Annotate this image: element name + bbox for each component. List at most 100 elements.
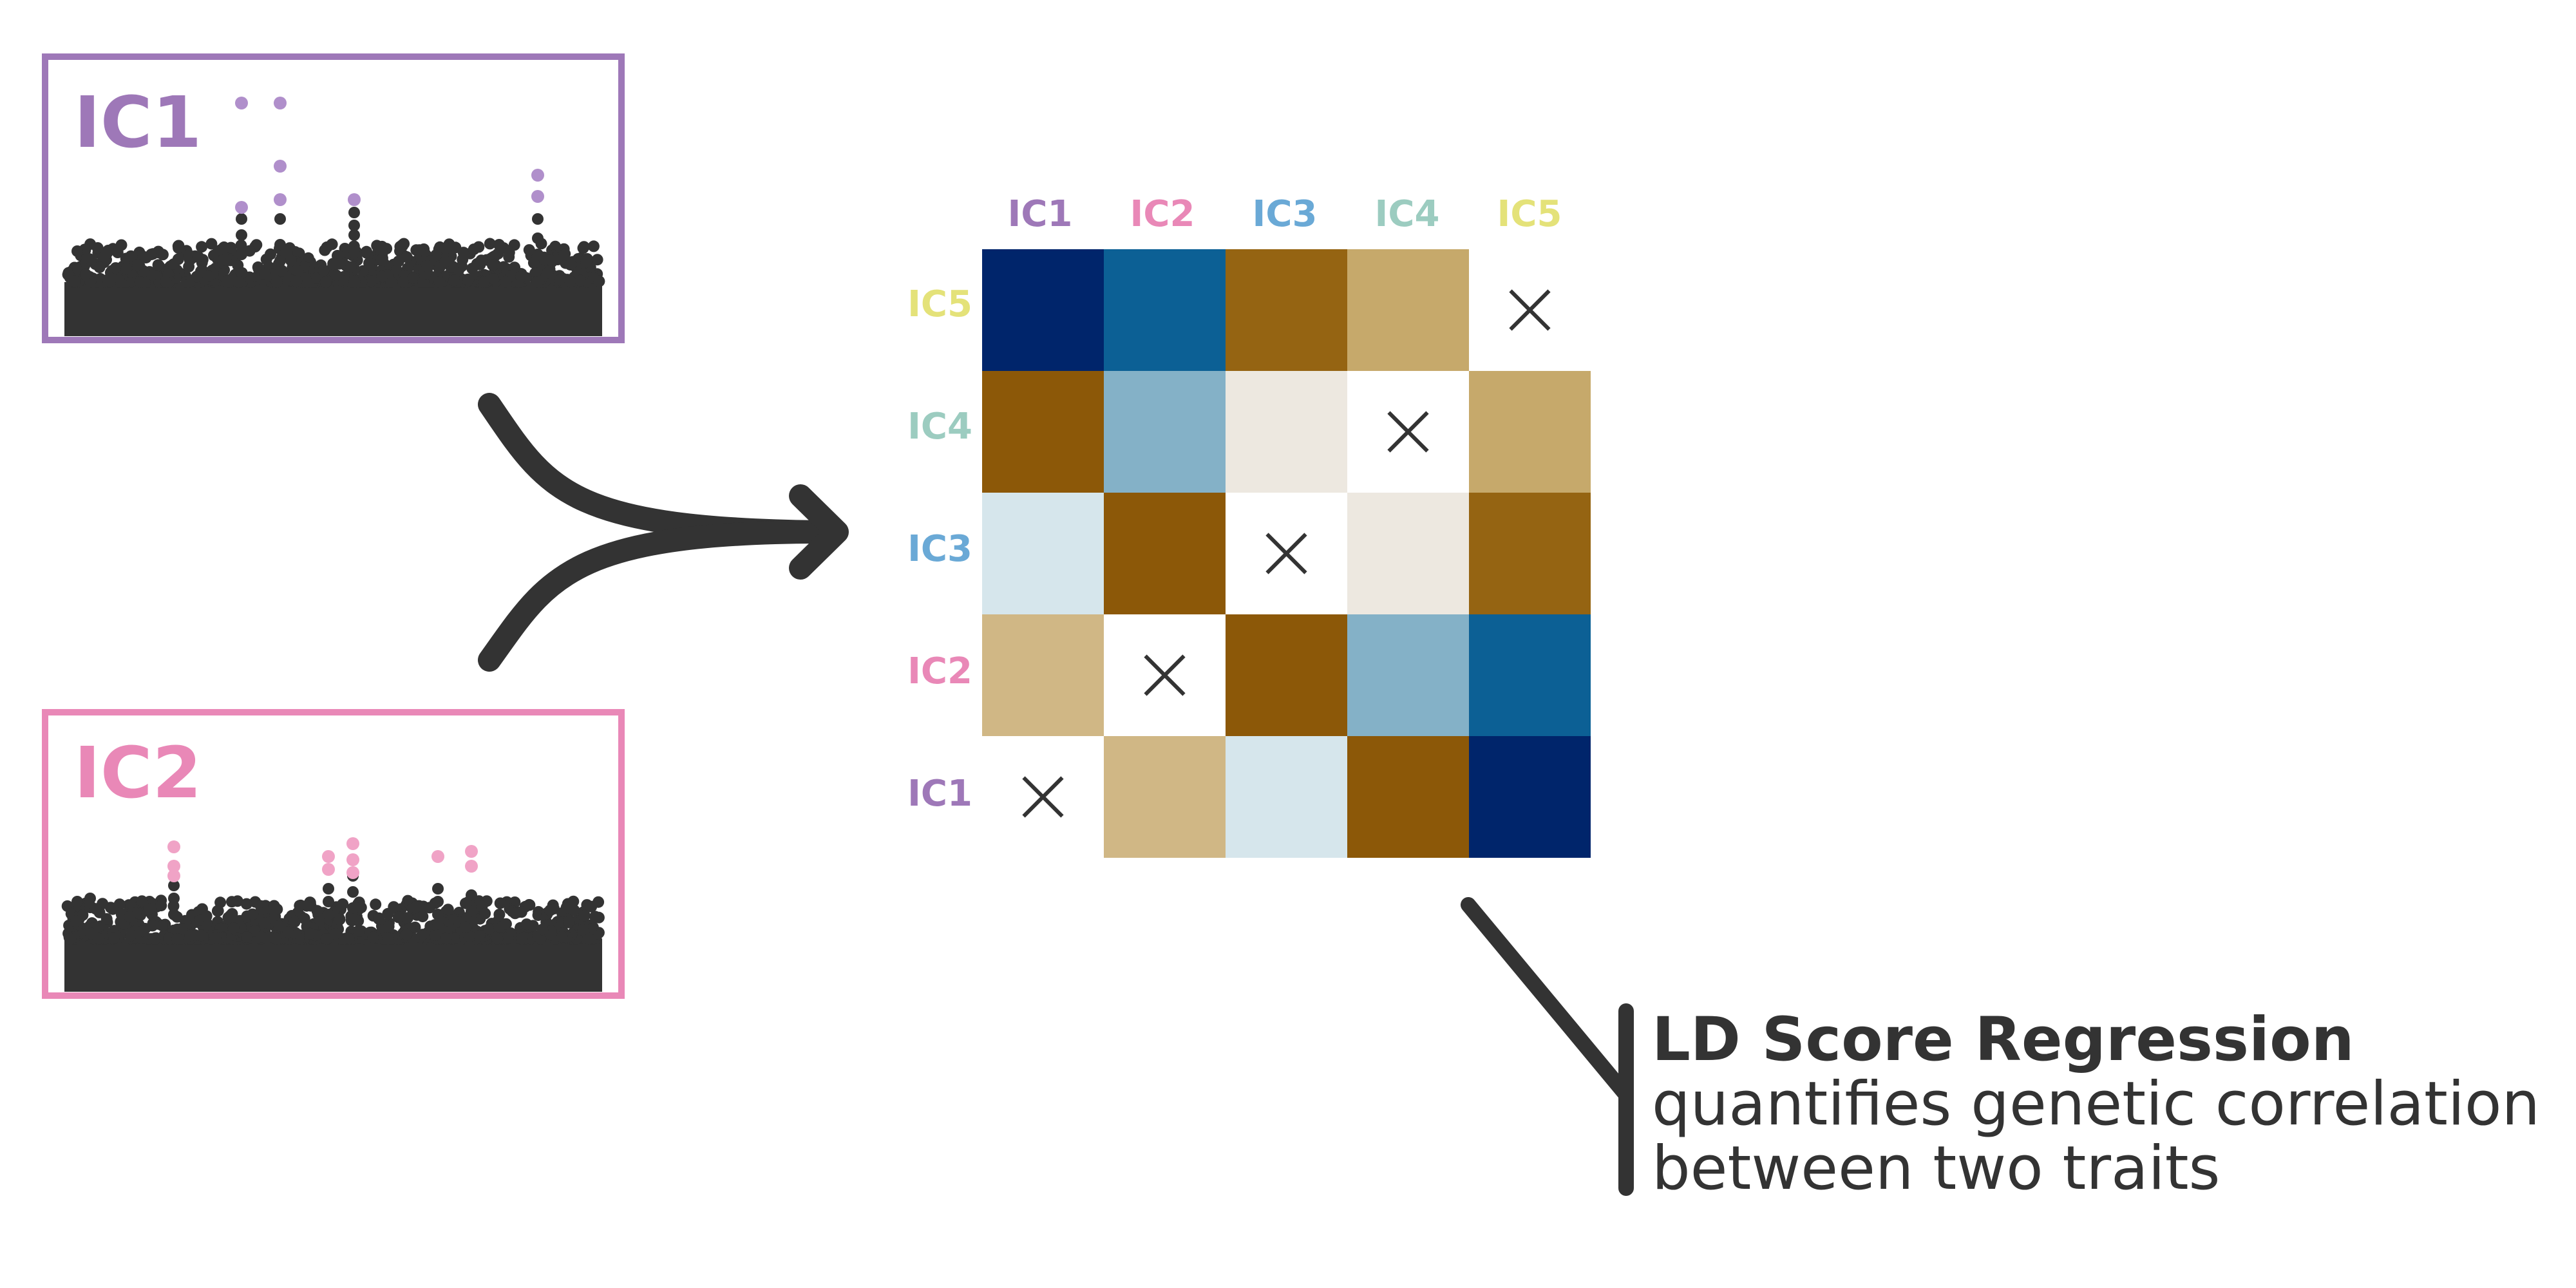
manhattan-point [211,905,223,917]
manhattan-base-band [64,939,602,992]
manhattan-point [323,909,334,920]
manhattan-point [310,272,323,284]
manhattan-point [574,274,587,287]
manhattan-point [236,213,247,225]
manhattan-point [493,239,505,251]
manhattan-point [478,276,490,288]
manhattan-point [348,207,360,218]
manhattan-point [256,931,267,943]
manhattan-point [236,267,248,279]
manhattan-point [347,902,359,914]
manhattan-point [202,270,214,282]
manhattan-point [394,241,406,252]
matrix-cell-ic2-ic1 [982,614,1104,736]
manhattan-point [274,255,286,267]
matrix-cell-ic4-ic5 [1469,371,1591,493]
manhattan-point [134,276,146,288]
manhattan-point [240,898,252,910]
manhattan-point [529,267,542,279]
manhattan-point [347,886,359,898]
manhattan-point [274,239,286,251]
manhattan-point [401,912,413,924]
manhattan-point [173,242,185,254]
manhattan-point [544,904,556,916]
matrix-cell-ic3-ic2 [1104,493,1226,614]
manhattan-point [578,909,591,922]
manhattan-point [532,909,544,922]
manhattan-point [191,270,203,283]
manhattan-point [407,272,419,284]
manhattan-point [125,250,137,262]
manhattan-point [143,903,155,915]
matrix-cell-ic5-ic2 [1104,249,1226,371]
manhattan-point [439,256,451,268]
manhattan-point [273,920,285,932]
manhattan-point [433,276,446,288]
manhattan-point [271,903,283,915]
manhattan-point [183,261,195,273]
matrix-cell-ic1-ic3 [1226,736,1347,858]
manhattan-point [326,238,338,251]
manhattan-point [488,273,500,285]
matrix-cell-ic2-ic4 [1347,614,1469,736]
manhattan-point [383,920,395,933]
manhattan-point [487,259,498,271]
manhattan-point [259,268,271,280]
manhattan-significant-point [346,866,359,879]
manhattan-point [466,889,477,901]
manhattan-point [124,911,136,923]
manhattan-point [300,274,312,285]
matrix-row-label-ic3: IC3 [907,528,972,570]
manhattan-significant-point [167,860,180,873]
caption-title: LD Score Regression [1652,1005,2354,1075]
manhattan-point [587,240,600,252]
matrix-cell-ic5-ic3 [1226,249,1347,371]
manhattan-significant-point [274,160,287,173]
manhattan-point [233,276,245,288]
manhattan-point [195,929,207,942]
caption-line-1: quantifies genetic correlation [1652,1069,2541,1139]
manhattan-point [80,269,92,281]
manhattan-point [585,900,598,913]
manhattan-point [125,929,137,942]
manhattan-point [440,933,452,945]
manhattan-point [64,933,77,945]
manhattan-point [509,907,521,920]
matrix-cell-ic1-ic5 [1469,736,1591,858]
manhattan-point [148,933,160,945]
manhattan-point [367,931,379,943]
diagonal-cross-ic3 [1226,493,1347,614]
manhattan-point [554,274,565,287]
manhattan-point [502,932,515,944]
manhattan-point [132,258,144,270]
manhattan-point [330,269,342,281]
manhattan-point [373,913,385,925]
matrix-cell-ic2-ic5 [1469,614,1591,736]
manhattan-point [274,213,286,225]
manhattan-point [320,933,332,945]
matrix-cell-ic1-ic2 [1104,736,1226,858]
manhattan-point [235,240,247,251]
manhattan-point [392,911,404,923]
manhattan-point [376,240,388,252]
connector-diagonal [1461,897,1634,1103]
manhattan-point [227,922,240,934]
manhattan-point [483,923,495,935]
manhattan-point [71,896,83,907]
manhattan-point [466,905,477,917]
manhattan-significant-point [465,845,478,858]
matrix-row-label-ic4: IC4 [907,406,972,448]
manhattan-point [352,925,365,937]
manhattan-point [289,246,301,258]
manhattan-point [168,258,180,270]
manhattan-significant-point [346,837,359,850]
manhattan-point [589,911,601,923]
manhattan-point [401,928,413,940]
manhattan-point [503,247,515,258]
manhattan-point [376,270,388,283]
manhattan-point [84,893,96,904]
manhattan-point [515,271,527,283]
manhattan-point [93,933,105,945]
manhattan-significant-point [235,201,248,214]
manhattan-point [532,213,544,225]
